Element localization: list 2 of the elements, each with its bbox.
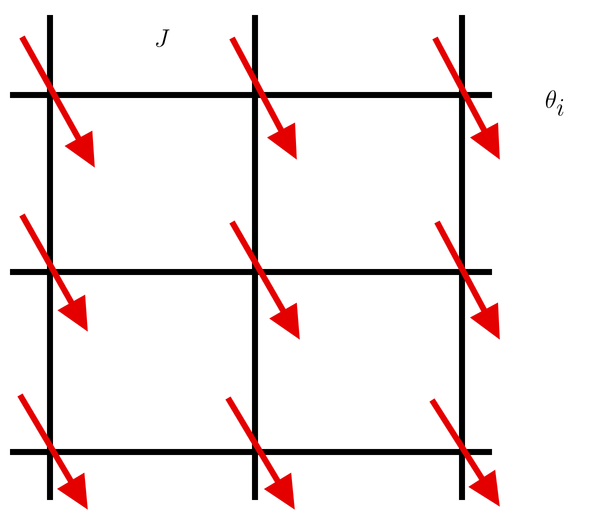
math-label: $J$ [156, 30, 170, 48]
math-label: $\theta_i$ [546, 90, 564, 116]
